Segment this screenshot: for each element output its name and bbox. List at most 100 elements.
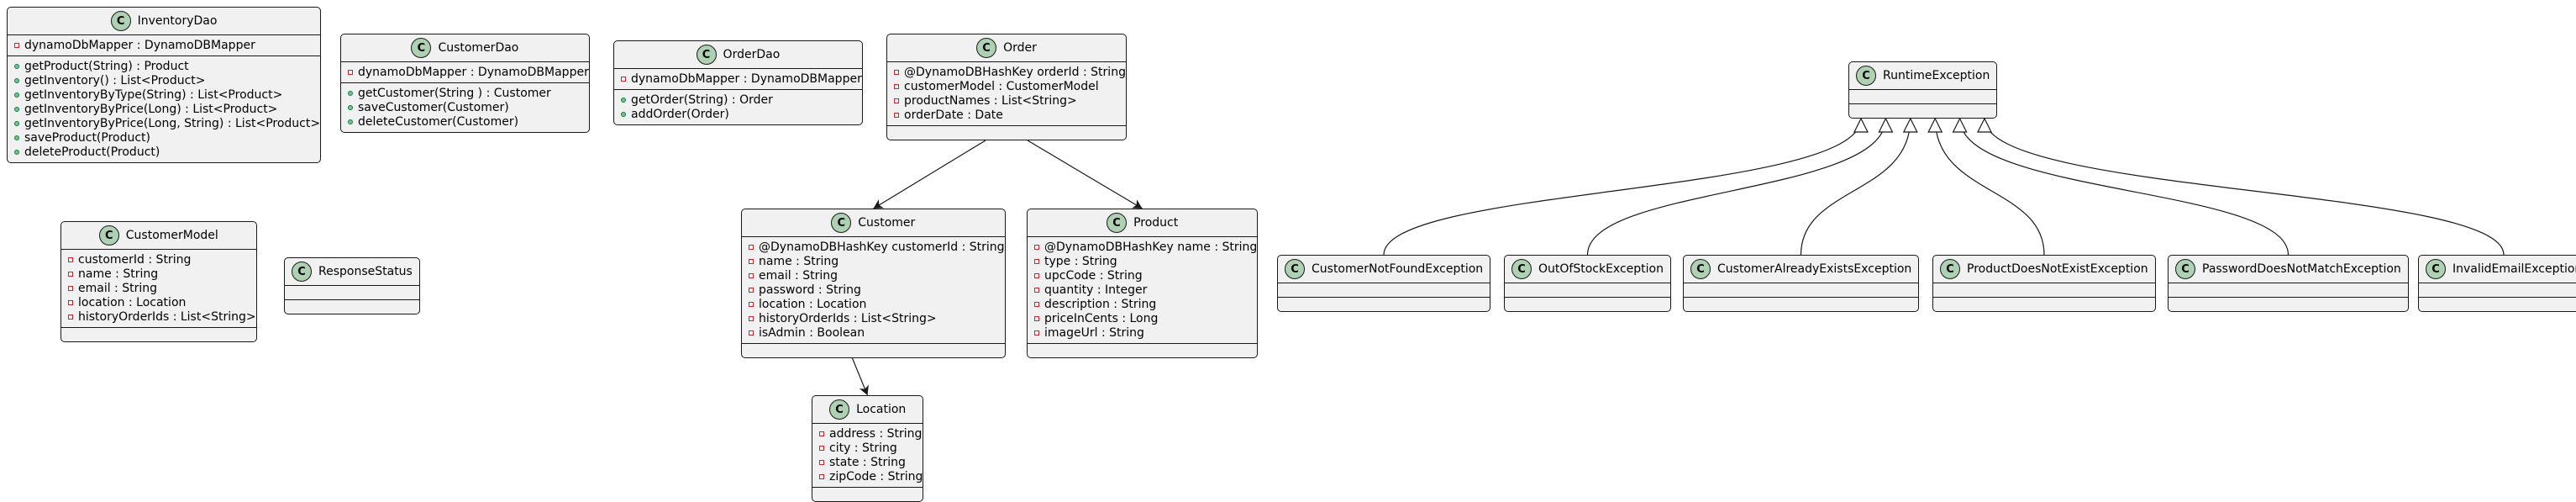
field-row: password : String [742,283,1005,297]
field-text: type : String [1044,254,1117,268]
field-row: dynamoDbMapper : DynamoDBMapper [614,71,862,86]
field-row: orderDate : Date [887,108,1126,122]
class-name: OrderDao [723,48,781,61]
fields-section [1278,283,1490,297]
fields-section [2419,283,2576,297]
field-text: dynamoDbMapper : DynamoDBMapper [358,65,589,79]
field-text: @DynamoDBHashKey orderId : String [904,65,1126,79]
class-name: Customer [858,216,916,230]
fields-section [2169,283,2408,297]
method-row: saveCustomer(Customer) [341,100,589,114]
class-c-icon: C [696,45,717,65]
public-visibility-icon [14,77,19,83]
private-visibility-icon [1034,301,1039,307]
methods-section [61,327,256,341]
class-c-icon: C [976,38,997,58]
field-row: location : Location [742,297,1005,311]
public-visibility-icon [348,104,353,110]
public-visibility-icon [14,106,19,112]
private-visibility-icon [894,83,899,89]
fields-section [1849,90,1996,103]
field-text: historyOrderIds : List<String> [759,311,937,325]
class-name: InventoryDao [137,14,218,28]
field-text: @DynamoDBHashKey name : String [1044,240,1258,254]
field-row: location : Location [61,295,256,309]
field-text: email : String [78,281,158,295]
method-text: getInventoryByPrice(Long) : List<Product… [24,102,278,116]
field-row: isAdmin : Boolean [742,325,1005,340]
method-text: getInventory() : List<Product> [24,73,206,87]
field-row: customerModel : CustomerModel [887,79,1126,93]
private-visibility-icon [621,76,626,82]
fields-section [1505,283,1670,297]
public-visibility-icon [621,97,626,103]
fields-section: dynamoDbMapper : DynamoDBMapper [341,62,589,82]
field-text: dynamoDbMapper : DynamoDBMapper [631,71,862,86]
inheritance-edge-product-does-not-exist-exception-to-runtime-exception [1935,119,2045,256]
methods-section [1933,297,2155,311]
association-edge-order-to-product [1027,140,1143,209]
private-visibility-icon [68,314,73,320]
private-visibility-icon [68,299,73,305]
association-edge-order-to-customer [873,140,986,209]
class-name: OutOfStockException [1538,262,1664,276]
inheritance-edge-out-of-stock-exception-to-runtime-exception [1586,119,1886,256]
association-edge-customer-to-location [851,357,869,396]
private-visibility-icon [819,473,824,479]
field-text: customerId : String [78,252,192,267]
inheritance-edge-invalid-email-exception-to-runtime-exception [1985,119,2505,256]
field-text: city : String [829,441,897,455]
method-row: getInventoryByPrice(Long, String) : List… [8,116,320,130]
fields-section: dynamoDbMapper : DynamoDBMapper [8,35,320,55]
private-visibility-icon [749,258,754,264]
field-row: dynamoDbMapper : DynamoDBMapper [8,38,320,52]
inheritance-edge-customer-already-exists-exception-to-runtime-exception [1800,119,1911,256]
methods-section [1505,297,1670,311]
field-text: name : String [78,267,159,281]
field-row: dynamoDbMapper : DynamoDBMapper [341,65,589,79]
methods-section [1684,297,1919,311]
field-row: type : String [1028,254,1257,268]
class-c-icon: C [829,399,850,420]
field-row: state : String [812,455,923,469]
private-visibility-icon [68,285,73,291]
method-text: getInventoryByType(String) : List<Produc… [24,87,283,102]
field-text: dynamoDbMapper : DynamoDBMapper [24,38,255,52]
class-c-icon: C [411,38,432,58]
field-row: address : String [812,426,923,441]
private-visibility-icon [819,445,824,451]
field-text: password : String [759,283,861,297]
field-row: imageUrl : String [1028,325,1257,340]
class-name: Product [1133,216,1179,230]
field-row: email : String [742,268,1005,283]
private-visibility-icon [749,244,754,250]
class-order-dao[interactable]: C OrderDao dynamoDbMapper : DynamoDBMapper… [613,40,863,125]
inheritance-edge-password-does-not-match-exception-to-runtime-exception [1960,119,2289,256]
public-visibility-icon [14,149,19,155]
fields-section [1684,283,1918,297]
